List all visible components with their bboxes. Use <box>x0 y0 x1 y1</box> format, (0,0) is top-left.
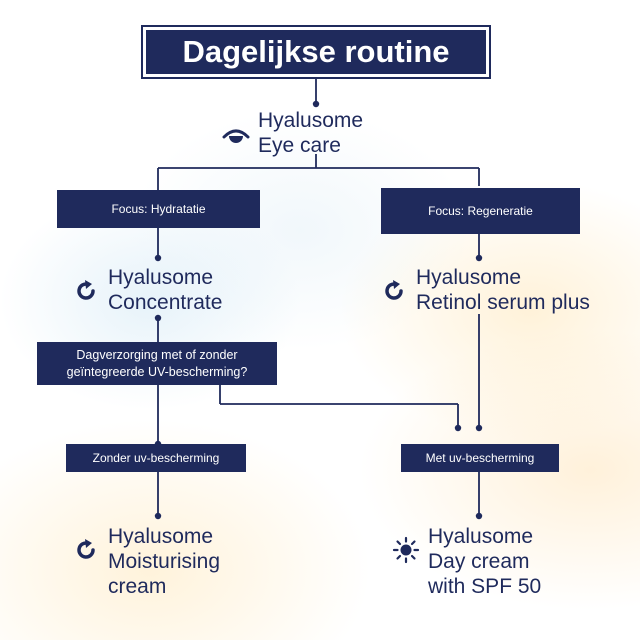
product-day-cream: Hyalusome Day cream with SPF 50 <box>392 524 541 599</box>
diagram-title: Dagelijkse routine <box>141 25 491 79</box>
moisturising-line3: cream <box>108 575 167 598</box>
moisturising-line1: Hyalusome <box>108 525 214 548</box>
day-cream-line1: Hyalusome <box>428 525 534 548</box>
product-eye-care: Hyalusome Eye care <box>222 108 363 158</box>
eye-icon <box>222 129 250 143</box>
product-retinol: Hyalusome Retinol serum plus <box>380 265 590 315</box>
refresh-icon <box>77 539 95 559</box>
retinol-line1: Hyalusome <box>416 266 522 289</box>
without-uv-box: Zonder uv-bescherming <box>66 444 246 472</box>
concentrate-line1: Hyalusome <box>108 266 214 289</box>
eye-care-line1: Hyalusome <box>258 109 364 132</box>
question-box: Dagverzorging met of zonder geïntegreerd… <box>37 342 277 385</box>
sun-icon <box>392 536 420 564</box>
product-moisturising: Hyalusome Moisturising cream <box>72 524 220 599</box>
retinol-line2: Retinol serum plus <box>416 291 590 314</box>
refresh-icon <box>385 280 403 300</box>
day-cream-line2: Day cream <box>428 550 530 573</box>
refresh-icon <box>77 280 95 300</box>
with-uv-box: Met uv-bescherming <box>401 444 559 472</box>
question-line1: Dagverzorging met of zonder <box>76 347 238 362</box>
focus-hydratatie-box: Focus: Hydratatie <box>57 190 260 228</box>
eye-care-line2: Eye care <box>258 134 341 157</box>
moisturising-line2: Moisturising <box>108 550 221 573</box>
concentrate-line2: Concentrate <box>108 291 223 314</box>
day-cream-line3: with SPF 50 <box>428 575 542 598</box>
product-concentrate: Hyalusome Concentrate <box>72 265 222 315</box>
focus-regeneratie-box: Focus: Regeneratie <box>381 188 580 234</box>
question-line2: geïntegreerde UV-bescherming? <box>66 364 248 379</box>
